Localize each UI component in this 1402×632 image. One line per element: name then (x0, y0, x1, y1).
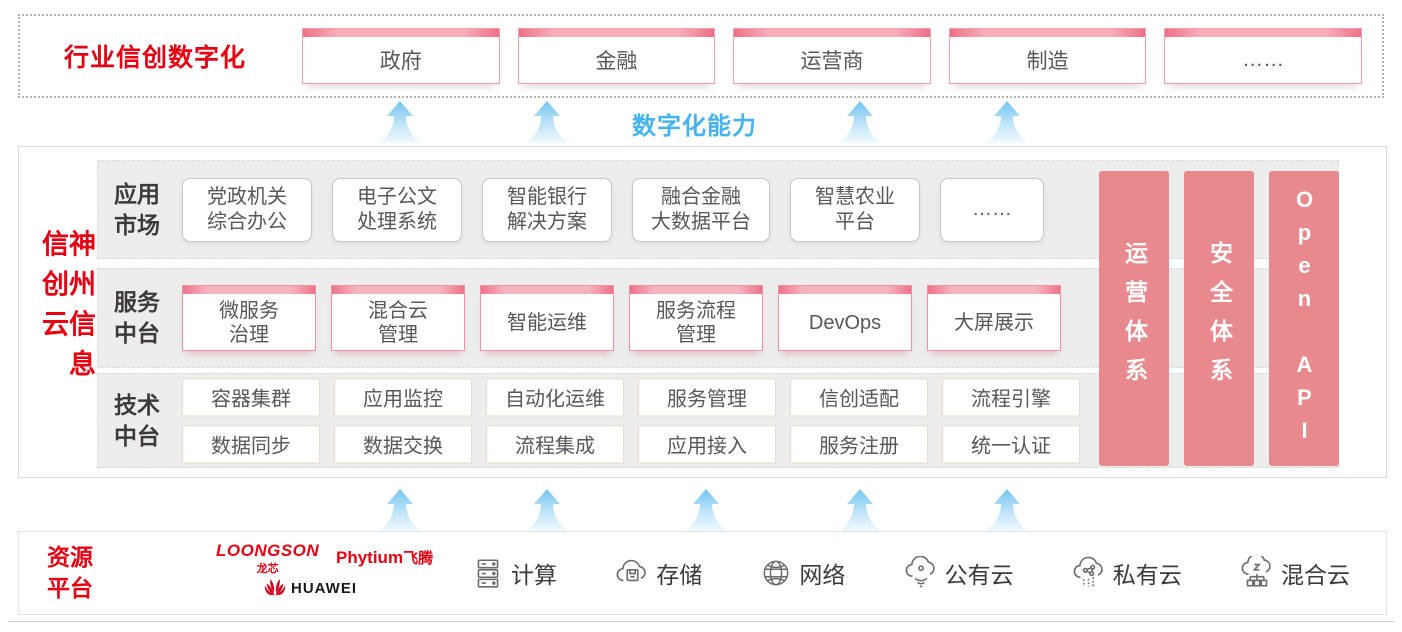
app-card: 融合金融 大数据平台 (632, 177, 770, 242)
tech-card: 服务管理 (638, 378, 776, 416)
platform-title: 神州信息信创云 (38, 229, 95, 390)
industry-card-more: …… (1164, 28, 1362, 84)
huawei-logo: HUAWEI (264, 578, 357, 598)
industry-card-manufacturing: 制造 (948, 28, 1147, 84)
industry-banner: 行业信创数字化 政府 金融 运营商 制造 …… (18, 14, 1384, 98)
capability-label: 数字化能力 (632, 113, 757, 140)
tech-card: 自动化运维 (486, 378, 624, 416)
tech-card: 统一认证 (942, 425, 1080, 463)
service-card: 智能运维 (480, 285, 614, 351)
industry-banner-title: 行业信创数字化 (64, 44, 247, 72)
tech-card: 服务注册 (790, 425, 928, 463)
resource-panel-label: 资源 平台 (47, 543, 93, 601)
up-arrow-icon (526, 489, 568, 531)
resource-item-private-cloud: 私有云 (1071, 556, 1182, 590)
industry-card-government: 政府 (302, 28, 500, 84)
app-card: 党政机关 综合办公 (182, 177, 312, 242)
compute-icon (477, 559, 499, 588)
hybrid-cloud-icon (1241, 556, 1271, 587)
loongson-logo: LOONGSON 龙芯 (216, 541, 320, 575)
industry-card-finance: 金融 (517, 28, 716, 84)
tech-card: 应用监控 (334, 378, 472, 416)
industry-card-carrier: 运营商 (733, 28, 931, 84)
up-arrow-icon (986, 489, 1028, 531)
service-platform-row-label: 服务 中台 (114, 288, 160, 346)
service-card: 服务流程 管理 (629, 285, 763, 351)
resource-item-storage: 存储 (614, 556, 702, 590)
resource-items: 计算 存储 网络 (471, 532, 1350, 614)
resource-item-public-cloud: 公有云 (903, 556, 1014, 590)
tech-card: 流程集成 (486, 425, 624, 463)
resource-panel: 资源 平台 LOONGSON 龙芯 Phytium飞腾 (18, 531, 1387, 615)
app-card: 智慧农业 平台 (790, 177, 920, 242)
app-market-items: 党政机关 综合办公 电子公文 处理系统 智能银行 解决方案 融合金融 大数据平台… (182, 161, 1044, 258)
resource-item-network: 网络 (759, 556, 845, 590)
resource-item-hybrid-cloud: 混合云 (1239, 556, 1350, 590)
phytium-logo: Phytium飞腾 (336, 548, 434, 567)
footer-divider (8, 621, 1394, 622)
service-card: 混合云 管理 (331, 285, 465, 351)
app-card: 智能银行 解决方案 (482, 177, 612, 242)
tech-platform-row-label: 技术 中台 (114, 391, 160, 449)
app-market-row-label: 应用 市场 (114, 180, 160, 238)
tech-platform-row: 技术 中台 容器集群 应用监控 自动化运维 服务管理 信创适配 流程引擎 数据同… (97, 373, 1339, 468)
side-bar-openapi: Open API (1269, 171, 1339, 466)
service-card: 大屏展示 (927, 285, 1061, 351)
network-icon (763, 560, 789, 586)
tech-card: 容器集群 (182, 378, 320, 416)
up-arrow-icon (839, 101, 881, 143)
service-card: DevOps (778, 285, 912, 351)
tech-card: 信创适配 (790, 378, 928, 416)
app-card-more: …… (940, 177, 1044, 242)
resource-item-compute: 计算 (471, 556, 557, 590)
huawei-flower-icon (264, 579, 286, 596)
side-bar-operations: 运营体系 (1099, 171, 1169, 466)
up-arrow-icon (685, 489, 727, 531)
tech-card: 数据交换 (334, 425, 472, 463)
vendor-logos: LOONGSON 龙芯 Phytium飞腾 HUAWEI (204, 532, 454, 614)
up-arrow-icon (526, 101, 568, 143)
private-cloud-icon (1073, 556, 1103, 587)
up-arrow-icon (839, 489, 881, 531)
tech-platform-items: 容器集群 应用监控 自动化运维 服务管理 信创适配 流程引擎 数据同步 数据交换… (182, 378, 1080, 463)
tech-card: 流程引擎 (942, 378, 1080, 416)
industry-strip: 政府 金融 运营商 制造 …… (302, 28, 1362, 84)
app-card: 电子公文 处理系统 (332, 177, 462, 242)
storage-icon (616, 559, 646, 582)
service-platform-items: 微服务 治理 混合云 管理 智能运维 服务流程 管理 DevOps 大屏展示 (182, 269, 1061, 367)
tech-card: 应用接入 (638, 425, 776, 463)
platform-panel: 神州信息信创云 应用 市场 党政机关 综合办公 电子公文 处理系统 智能银行 解… (18, 146, 1387, 478)
up-arrow-icon (379, 489, 421, 531)
up-arrow-icon (986, 101, 1028, 143)
tech-card: 数据同步 (182, 425, 320, 463)
side-bar-security: 安全体系 (1184, 171, 1254, 466)
service-card: 微服务 治理 (182, 285, 316, 351)
public-cloud-icon (905, 556, 935, 588)
up-arrow-icon (379, 101, 421, 143)
